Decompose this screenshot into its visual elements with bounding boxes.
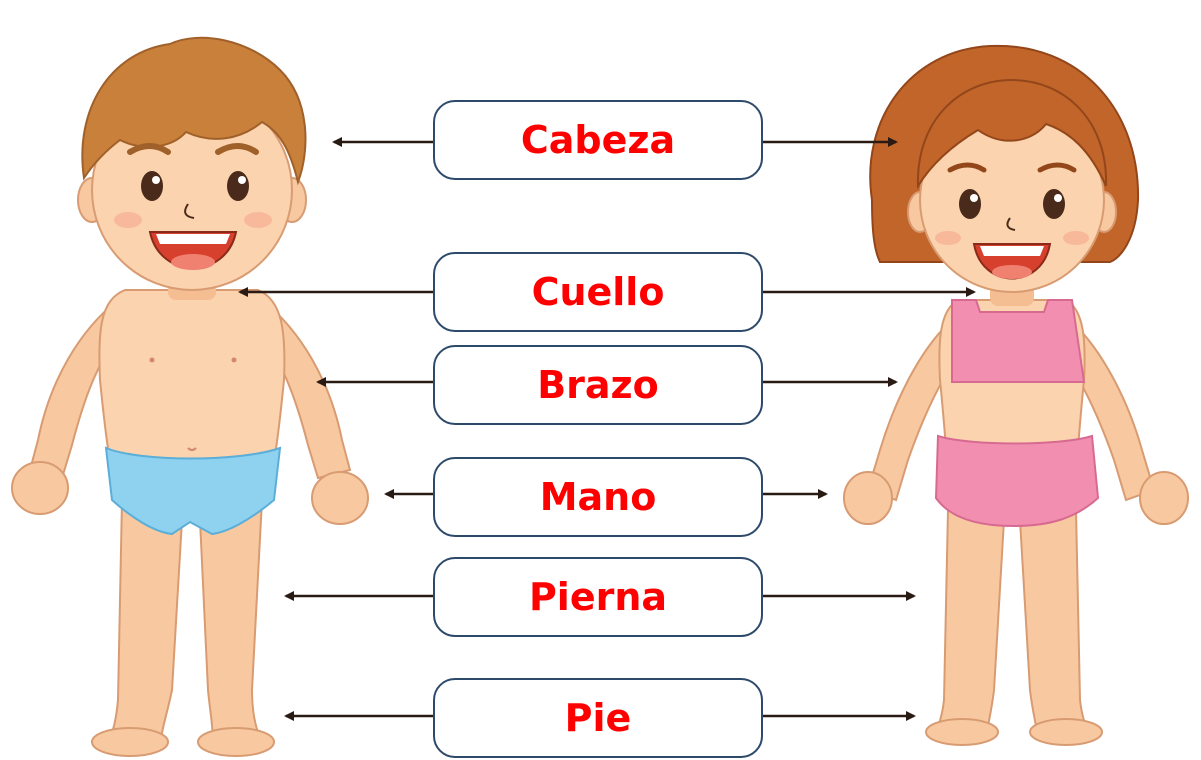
label-mano: Mano [539, 475, 657, 519]
label-cabeza: Cabeza [520, 118, 676, 162]
label-pierna: Pierna [528, 575, 668, 619]
label-box-brazo: Brazo [433, 345, 763, 425]
label-box-mano: Mano [433, 457, 763, 537]
label-box-pie: Pie [433, 678, 763, 758]
label-box-cuello: Cuello [433, 252, 763, 332]
boy-figure-icon [11, 36, 369, 757]
label-box-pierna: Pierna [433, 557, 763, 637]
arrows [238, 137, 976, 721]
label-brazo: Brazo [537, 363, 659, 407]
label-cuello: Cuello [531, 270, 665, 314]
label-box-cabeza: Cabeza [433, 100, 763, 180]
label-pie: Pie [564, 696, 632, 740]
girl-figure-icon [843, 44, 1189, 746]
